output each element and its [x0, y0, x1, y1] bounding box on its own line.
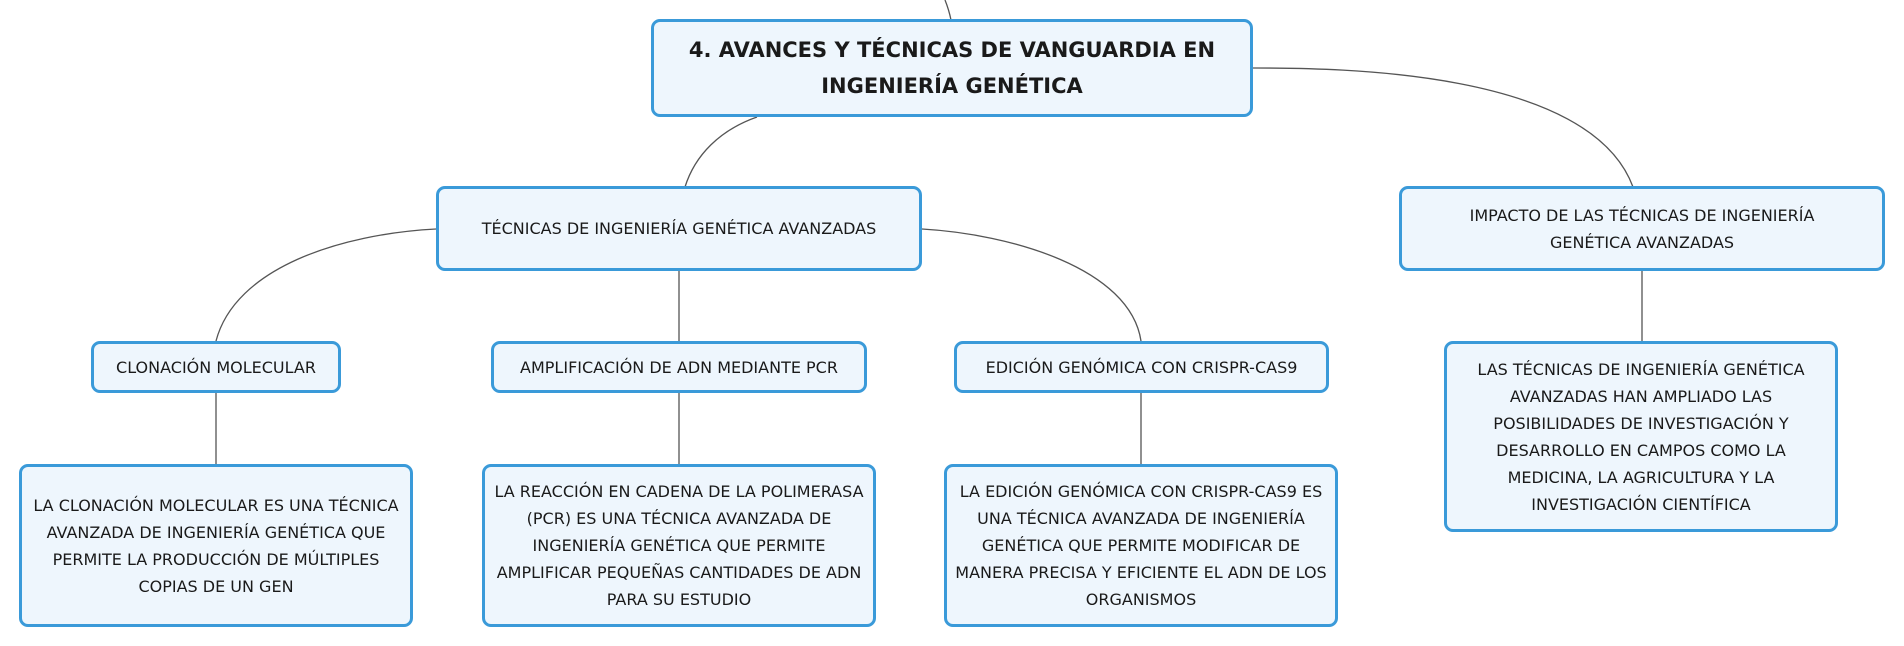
- connector-parent-root: [944, 0, 952, 21]
- node-pcr[interactable]: Amplificación de ADN mediante PCR: [491, 341, 867, 393]
- node-pcr-label: Amplificación de ADN mediante PCR: [520, 357, 838, 377]
- node-impacto-desc[interactable]: Las técnicas de ingeniería genética avan…: [1444, 341, 1838, 532]
- node-tecnicas-label: Técnicas de ingeniería genética avanzada…: [481, 219, 877, 238]
- connector-root-tecnicas: [684, 116, 758, 188]
- connector-root-impacto: [1252, 67, 1634, 188]
- node-crispr-desc-label: La edición genómica con CRISPR-Cas9 es u…: [955, 482, 1327, 609]
- connector-tecnicas-clonacion: [215, 228, 437, 342]
- node-root[interactable]: 4. Avances y técnicas de vanguardia en i…: [651, 19, 1253, 117]
- node-clonacion-desc[interactable]: La clonación molecular es una técnica av…: [19, 464, 413, 627]
- node-impacto[interactable]: Impacto de las técnicas de ingeniería ge…: [1399, 186, 1885, 271]
- node-pcr-desc[interactable]: La reacción en cadena de la polimerasa (…: [482, 464, 876, 627]
- node-impacto-label: Impacto de las técnicas de ingeniería ge…: [1469, 205, 1815, 252]
- node-crispr-label: Edición genómica con CRISPR-Cas9: [985, 357, 1298, 377]
- connector-tecnicas-crispr: [921, 228, 1142, 342]
- node-clonacion[interactable]: Clonación molecular: [91, 341, 341, 393]
- node-crispr-desc[interactable]: La edición genómica con CRISPR-Cas9 es u…: [944, 464, 1338, 627]
- node-root-label: 4. Avances y técnicas de vanguardia en i…: [688, 38, 1216, 98]
- node-impacto-desc-label: Las técnicas de ingeniería genética avan…: [1477, 359, 1805, 514]
- node-clonacion-desc-label: La clonación molecular es una técnica av…: [33, 495, 399, 596]
- node-crispr[interactable]: Edición genómica con CRISPR-Cas9: [954, 341, 1329, 393]
- node-clonacion-label: Clonación molecular: [116, 357, 316, 377]
- node-pcr-desc-label: La reacción en cadena de la polimerasa (…: [494, 482, 864, 609]
- node-tecnicas[interactable]: Técnicas de ingeniería genética avanzada…: [436, 186, 922, 271]
